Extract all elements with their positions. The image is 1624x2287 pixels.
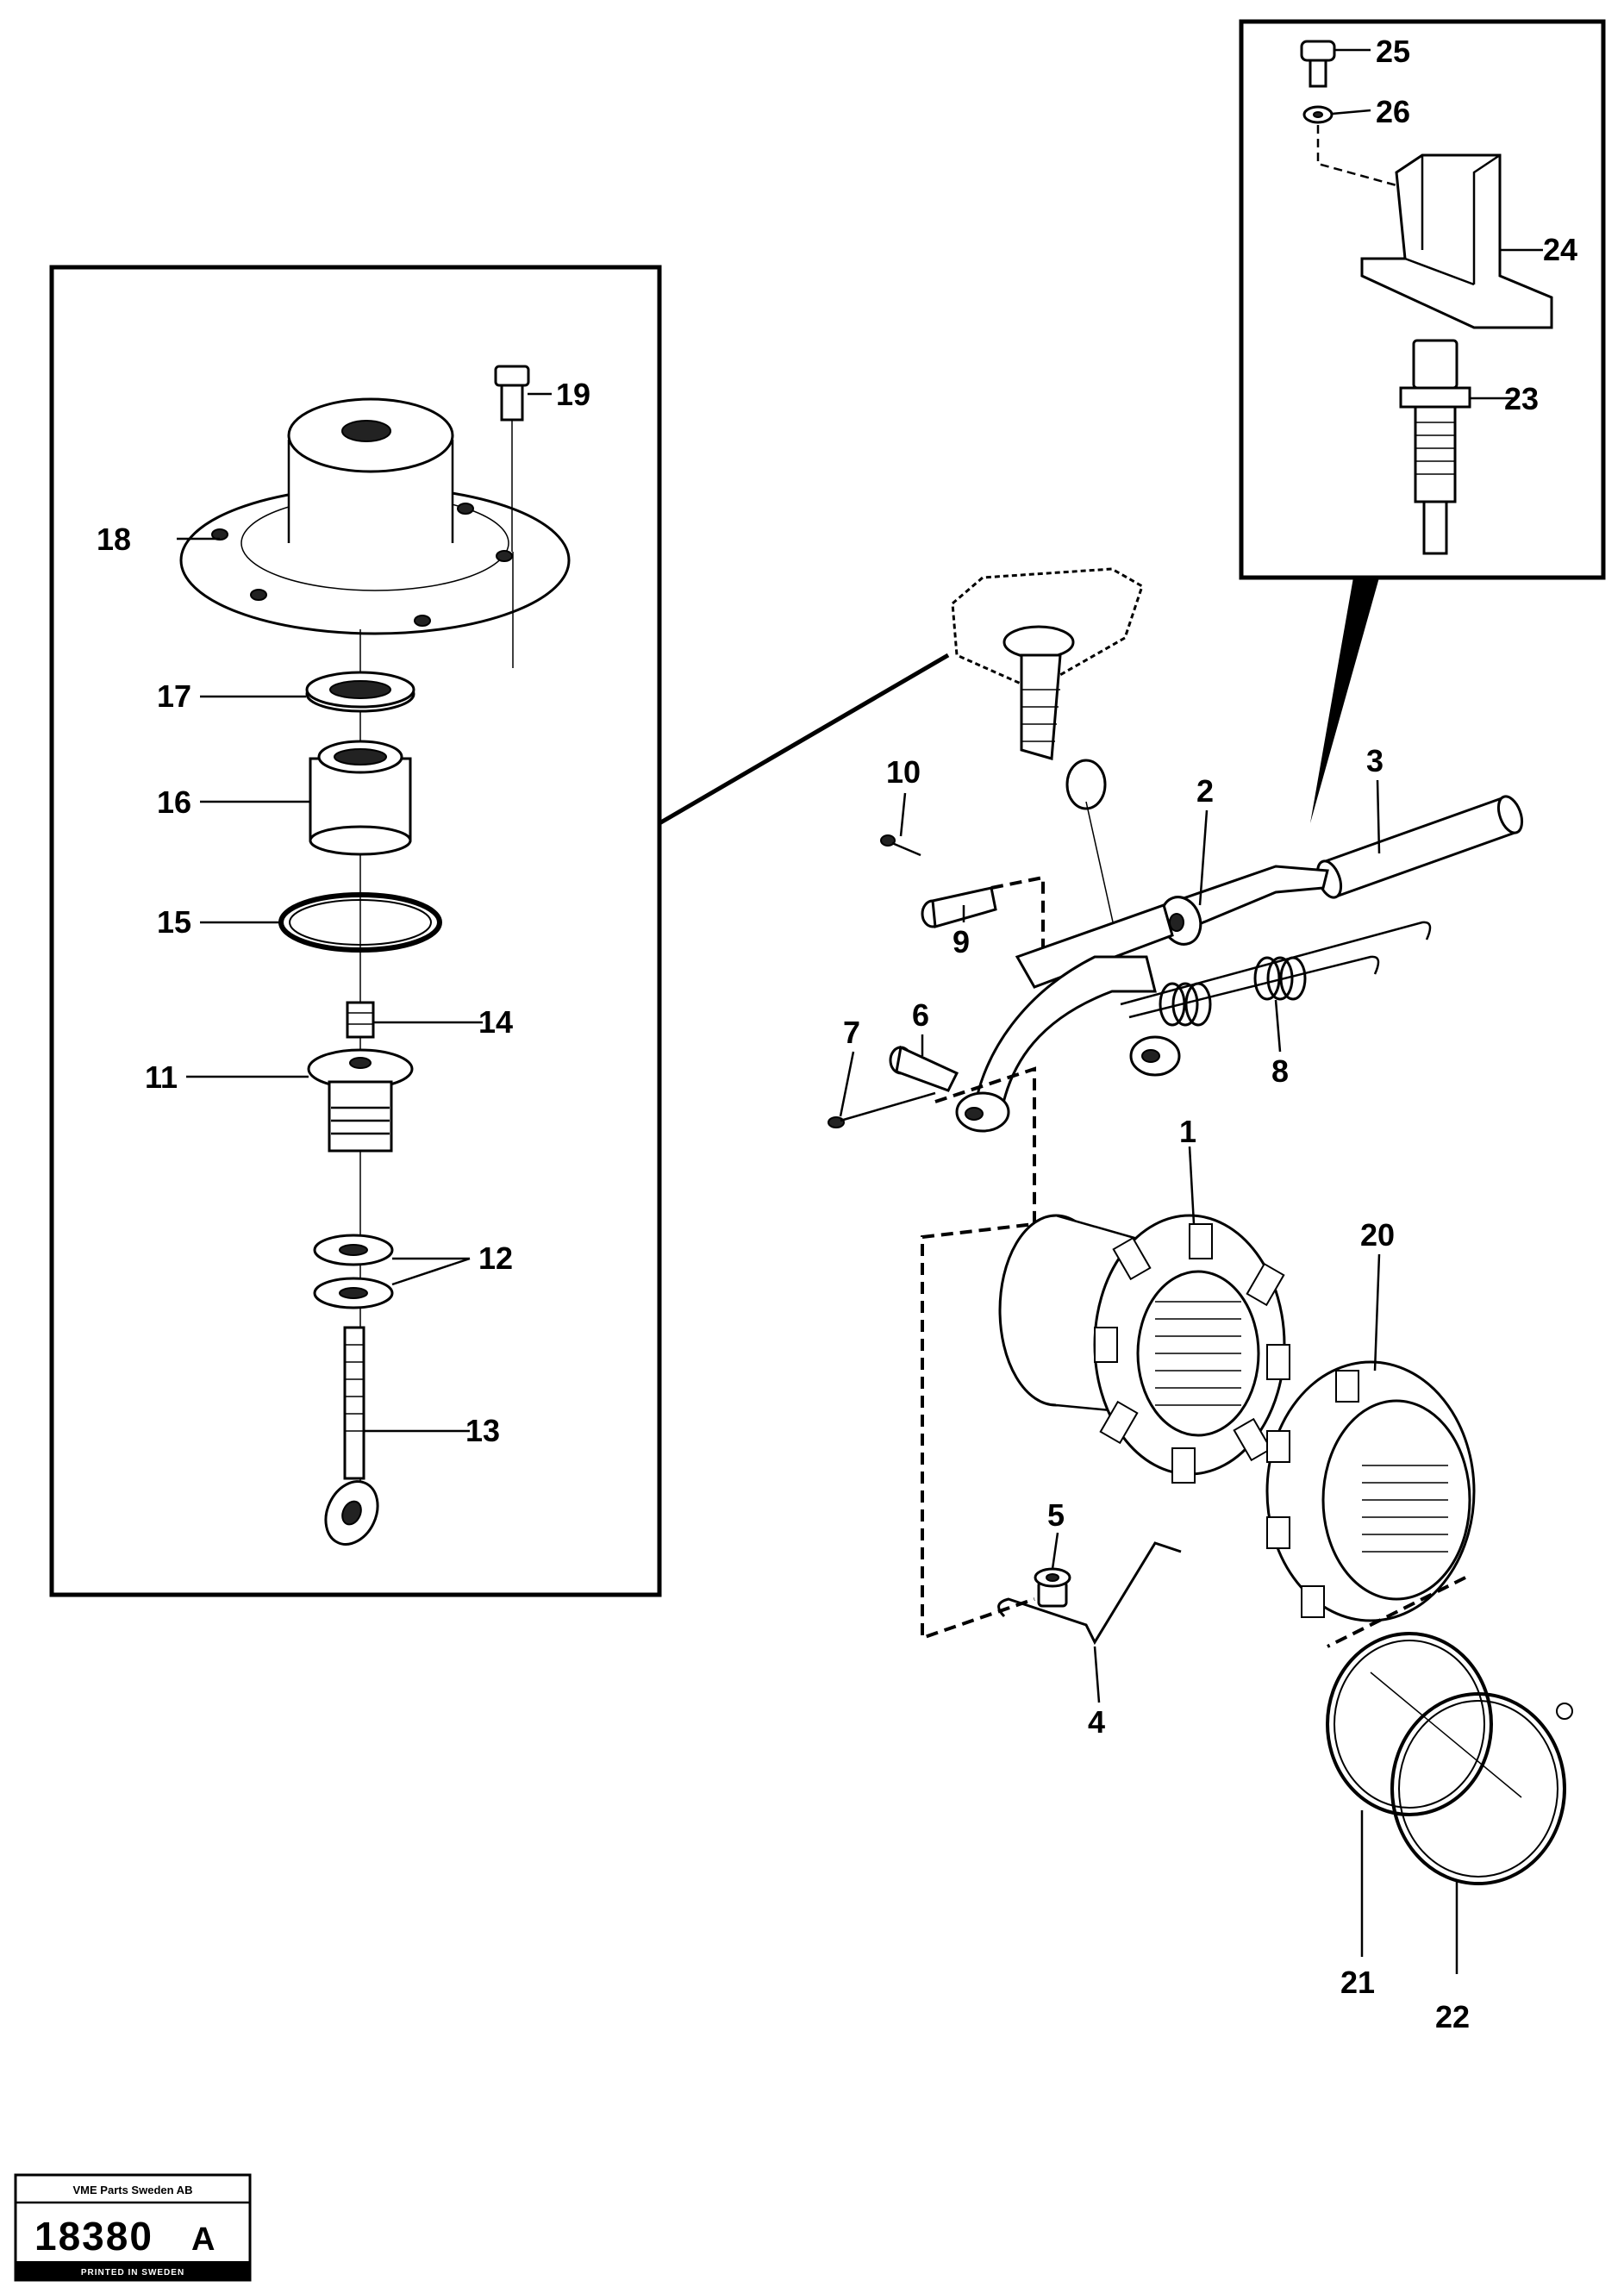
part-4-wire-spring <box>997 1541 1182 1646</box>
part-17-seal-ring <box>305 671 415 713</box>
shift-fork <box>955 955 1181 1133</box>
callout-10: 10 <box>886 754 921 790</box>
part-6-pin <box>889 1045 959 1092</box>
part-21-circlip <box>1326 1632 1493 1816</box>
part-16-bushing <box>309 740 412 856</box>
callout-4: 4 <box>1088 1704 1105 1740</box>
part-26-washer <box>1302 105 1334 124</box>
callout-3: 3 <box>1366 743 1384 778</box>
callout-25: 25 <box>1376 34 1410 69</box>
callout-1: 1 <box>1179 1114 1196 1149</box>
part-8-springs <box>1120 921 1432 1027</box>
main-assembly <box>828 567 1573 1885</box>
callout-15: 15 <box>157 904 191 940</box>
callout-8: 8 <box>1271 1053 1289 1089</box>
part-24-bracket <box>1360 153 1553 329</box>
part-9-pin <box>921 886 997 928</box>
callout-7: 7 <box>843 1015 860 1050</box>
callout-13: 13 <box>465 1413 500 1448</box>
detail-box-top-right <box>1239 19 1606 580</box>
callout-24: 24 <box>1543 232 1577 267</box>
callout-23: 23 <box>1504 381 1539 416</box>
callout-20: 20 <box>1360 1217 1395 1253</box>
callout-18: 18 <box>97 522 131 557</box>
stamp-number: 18380 <box>34 2214 153 2259</box>
callout-labels: 1 2 3 4 5 6 7 8 9 10 11 12 13 14 15 16 1… <box>97 34 1577 2034</box>
part-12-washers <box>313 1234 394 1309</box>
callout-6: 6 <box>912 997 929 1033</box>
leader-lines <box>177 48 1543 1974</box>
part-25-screw <box>1300 40 1336 88</box>
callout-9: 9 <box>953 924 970 959</box>
part-1-coupling-sleeve <box>998 1214 1290 1484</box>
part-11-stud <box>307 1048 414 1153</box>
stamp-suffix: A <box>191 2221 215 2258</box>
part-5-nipple <box>1034 1567 1071 1608</box>
part-10-cotter-pin <box>880 834 921 857</box>
callout-22: 22 <box>1435 1999 1470 2034</box>
part-13-eye-rod <box>324 1326 379 1546</box>
callout-5: 5 <box>1047 1497 1065 1533</box>
part-3-handle <box>1315 795 1524 899</box>
stamp-printed: PRINTED IN SWEDEN <box>81 2268 184 2278</box>
pointer-wedge <box>1310 578 1379 823</box>
part-7-cotter-pin <box>828 1091 936 1128</box>
part-18-flange-housing <box>179 397 571 668</box>
part-19-bolt <box>494 365 530 552</box>
callout-19: 19 <box>556 377 590 412</box>
document-stamp: VME Parts Sweden AB 18380 A PRINTED IN S… <box>14 2173 252 2282</box>
callout-11: 11 <box>145 1059 178 1095</box>
callout-17: 17 <box>157 678 191 714</box>
callout-16: 16 <box>157 784 191 820</box>
part-2-lever <box>1015 865 1329 989</box>
callout-14: 14 <box>478 1004 513 1040</box>
pedal <box>951 567 1144 958</box>
callout-21: 21 <box>1340 1965 1375 2000</box>
part-20-gear-ring <box>1265 1360 1476 1622</box>
part-23-sensor <box>1399 339 1471 555</box>
part-22-circlip <box>1390 1692 1573 1885</box>
stamp-company: VME Parts Sweden AB <box>73 2184 193 2196</box>
callout-12: 12 <box>478 1240 513 1276</box>
detail-box-left <box>49 265 662 1597</box>
part-14-sleeve <box>346 1001 375 1039</box>
callout-2: 2 <box>1196 773 1214 809</box>
callout-26: 26 <box>1376 94 1410 129</box>
